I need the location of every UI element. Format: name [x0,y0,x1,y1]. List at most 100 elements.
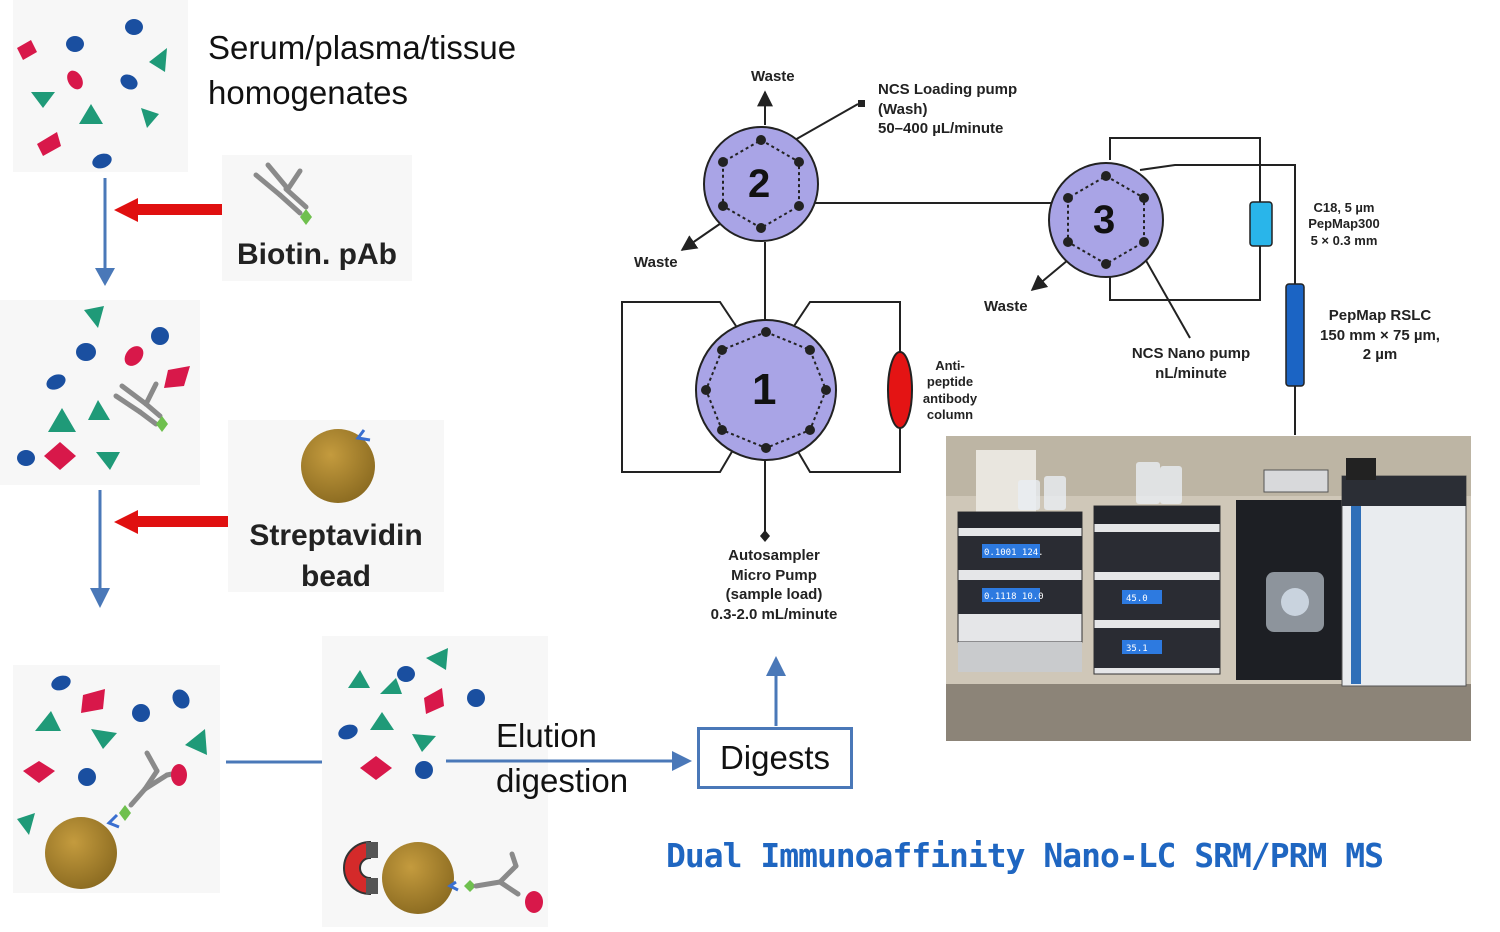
blue-oval [132,704,150,722]
green-triangle [185,729,207,755]
digests-label: Digests [719,739,831,776]
blue-oval [76,343,96,361]
svg-text:0.1001 124.: 0.1001 124. [984,548,1044,558]
waste-left-label: Waste [634,254,678,271]
green-triangle [348,670,370,688]
green-triangle [380,678,402,694]
blue-oval [66,36,84,52]
biotin-tag [119,805,131,821]
antibody-column-label: Anti- peptide antibody column [922,358,978,422]
red-diamond [17,40,37,60]
green-triangle [96,452,120,470]
green-triangle [31,92,55,108]
red-oval [171,764,187,786]
svg-text:35.1: 35.1 [1126,644,1148,654]
biotin-antibody-icon [253,162,312,225]
green-triangle [17,813,35,835]
blue-oval [17,450,35,466]
antibody-column [887,351,913,429]
blue-oval [151,327,169,345]
waste-right-label: Waste [984,298,1028,315]
streptavidin-panel [228,420,444,592]
green-triangle [84,306,104,328]
screen-4 [1122,640,1162,654]
elution-label: Elution digestion [496,717,629,799]
streptavidin-bead-icon [301,429,375,503]
sample-panel [13,0,188,172]
eluted-shapes [338,648,485,780]
red-diamond [360,756,392,780]
c18-label: C18, 5 µm PepMap300 5 × 0.3 mm [1308,200,1380,248]
antibody-icon [128,750,180,808]
valve-3-label: 3 [1093,198,1116,242]
blue-oval [78,768,96,786]
red-diamond [81,689,105,713]
green-triangle [412,734,436,752]
rslc-label: PepMap RSLC 150 mm × 75 µm, 2 µm [1320,307,1440,363]
sample-label: Serum/plasma/tissue homogenates [208,29,517,111]
biotin-tag [300,209,312,225]
blue-oval [51,675,71,691]
caption: Dual Immunoaffinity Nano-LC SRM/PRM MS [666,836,1384,875]
red-diamond [23,761,55,783]
blue-oval [338,724,358,740]
red-diamond [424,688,444,714]
bound-panel [0,300,200,485]
green-triangle [141,108,159,128]
green-triangle [370,712,394,730]
instrument-photo: 0.1001 124. 0.1118 10.0 45.0 35.1 [946,436,1471,741]
red-diamond [164,366,190,388]
valve-1-label: 1 [752,365,777,414]
bound-shapes [17,306,190,470]
screen-3 [1122,590,1162,604]
biotin-panel [222,155,412,281]
green-triangle [88,400,110,420]
blue-oval [120,74,138,90]
green-triangle [79,104,103,124]
magnet-icon [343,840,543,914]
loading-pump-label: NCS Loading pump (Wash) 50–400 µL/minute [878,81,1018,137]
autosampler-label: Autosampler Micro Pump (sample load) 0.3… [710,547,838,623]
flow-arrow-right-2 [446,751,692,771]
sample-shapes [17,19,167,169]
green-triangle [149,48,167,72]
red-oval [124,346,144,366]
nano-pump-label: NCS Nano pump nL/minute [1131,345,1251,382]
blue-oval [92,153,112,169]
red-diamond [37,132,61,156]
valve-2-label: 2 [748,162,771,206]
lc-schematic [621,90,1305,542]
waste-top-label: Waste [751,68,795,85]
eluted-panel [322,636,548,808]
c18-column [1249,201,1273,247]
blue-oval [172,689,190,709]
streptavidin-label: Streptavidin bead [249,519,423,593]
captured-panel [13,665,220,893]
flow-arrow-down-1 [95,178,115,286]
captured-shapes [17,675,207,889]
magnet-panel [322,808,548,927]
valve-1 [695,319,837,461]
instrument-illustration: 0.1001 124. 0.1118 10.0 45.0 35.1 [946,436,1471,741]
biotin-label: Biotin. pAb [237,238,397,271]
bead [45,817,117,889]
biotin-tag [156,416,168,432]
flow-arrow-down-2 [90,490,110,608]
blue-oval [415,761,433,779]
blue-oval [397,666,415,682]
blue-oval [46,374,66,390]
svg-text:45.0: 45.0 [1126,594,1148,604]
red-oval [67,70,83,90]
svg-text:0.1118 10.0: 0.1118 10.0 [984,592,1044,602]
screen-1 [982,544,1040,558]
blue-oval [125,19,143,35]
green-triangle [91,729,117,749]
red-diamond [44,442,76,470]
green-triangle [35,711,61,731]
flow-arrow-up [766,656,786,726]
antibody-icon [113,381,163,427]
rslc-column [1285,283,1305,387]
green-triangle [48,408,76,432]
screen-2 [982,588,1040,602]
green-triangle [426,648,448,670]
